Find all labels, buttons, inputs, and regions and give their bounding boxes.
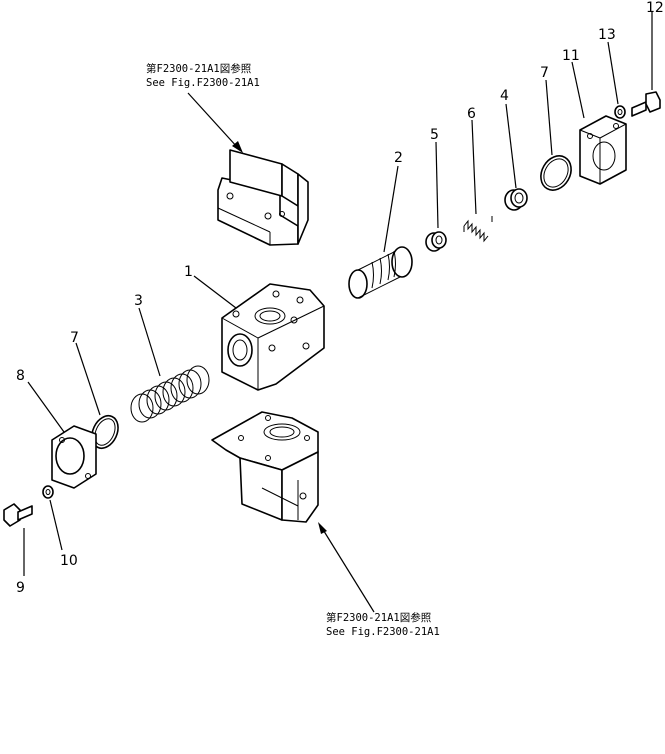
callout-3: 3 (134, 293, 143, 309)
callout-9: 9 (16, 580, 25, 596)
callout-5: 5 (430, 127, 439, 143)
part-7-o-ring-upper (540, 155, 572, 191)
part-11-flange (579, 115, 627, 185)
leader-lines (23, 12, 653, 576)
callout-2: 2 (394, 150, 403, 166)
part-9-bolt (3, 503, 33, 527)
part-4-plug (504, 188, 528, 211)
part-7-o-ring-lower (91, 414, 119, 450)
callout-7-upper: 7 (540, 65, 549, 81)
part-6-spring (463, 216, 493, 243)
callout-13: 13 (598, 27, 616, 43)
part-12-bolt (631, 91, 661, 117)
part-2-spool (348, 246, 413, 299)
reference-note-bottom: 第F2300-21A1図参照 See Fig.F2300-21A1 (326, 611, 440, 638)
reference-note-top-jp: 第F2300-21A1図参照 (146, 62, 252, 75)
reference-note-top: 第F2300-21A1図参照 See Fig.F2300-21A1 (146, 62, 260, 89)
callout-6: 6 (467, 106, 476, 122)
reference-arrow-top (187, 92, 243, 153)
reference-note-bottom-jp: 第F2300-21A1図参照 (326, 611, 432, 624)
lower-valve-block (211, 411, 319, 523)
callout-7-lower: 7 (70, 330, 79, 346)
callout-11: 11 (562, 48, 580, 64)
part-1-valve-body (221, 283, 325, 391)
reference-note-bottom-en: See Fig.F2300-21A1 (326, 626, 440, 638)
reference-note-top-en: See Fig.F2300-21A1 (146, 77, 260, 89)
upper-valve-block (217, 149, 309, 246)
part-10-washer (42, 485, 54, 499)
callout-numbers: 1 2 3 4 5 6 7 7 8 9 10 11 12 13 (16, 0, 664, 596)
part-13-washer (614, 105, 626, 119)
callout-12: 12 (646, 0, 664, 16)
part-3-spring (130, 365, 210, 423)
part-8-cover (51, 425, 97, 489)
callout-8: 8 (16, 368, 25, 384)
part-5-nut (425, 231, 447, 252)
callout-1: 1 (184, 264, 193, 280)
reference-arrow-bottom (318, 522, 375, 613)
callout-10: 10 (60, 553, 78, 569)
callout-4: 4 (500, 88, 509, 104)
